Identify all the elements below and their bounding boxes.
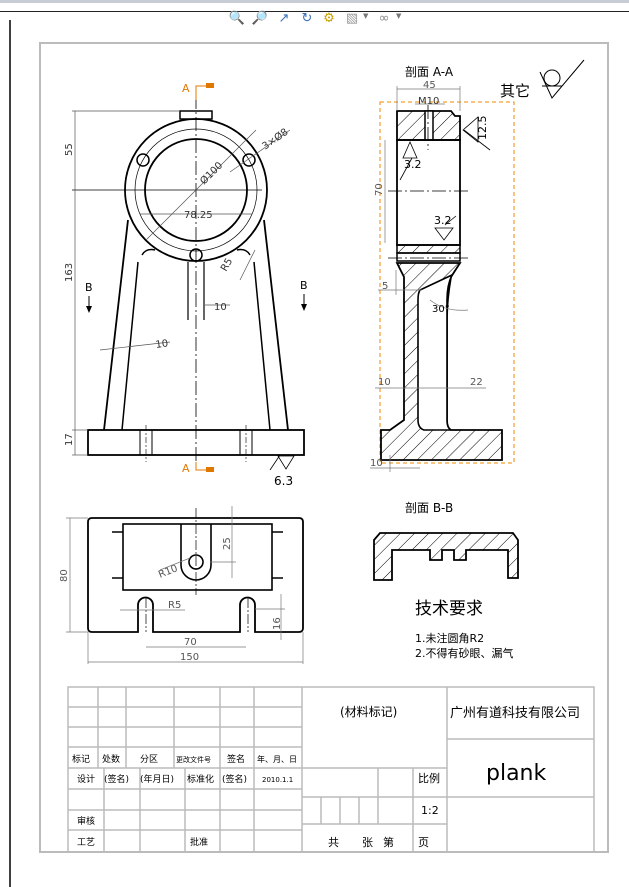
dim-r10: R10 [157,563,179,581]
section-b-right-label: B [300,279,308,292]
tb-process: 工艺 [77,837,95,848]
section-aa-view [370,59,585,472]
dim-angle: 30° [432,304,450,315]
dim-45: 45 [423,80,436,91]
rotate-icon[interactable]: ↻ [301,11,313,26]
dim-r: R5 [219,256,235,273]
other-roughness-label: 其它 [500,82,530,100]
tb-label: (签名) [104,773,129,785]
dim-70: 70 [374,183,385,196]
bottom-view-dimensions: 80 25 R10 R5 16 70 150 [59,537,283,663]
section-aa-title: 剖面 A-A [405,65,454,79]
tb-label: 设计 [77,773,95,785]
title-block-text: 标记 处数 分区 更改文件号 签名 年、月、日 设计 (签名) (年月日) 标准… [72,705,580,849]
dim-22: 22 [470,377,483,388]
chevron-down-icon[interactable]: ▼ [363,12,369,20]
tb-label: 分区 [140,754,158,765]
roughness-125: 12.5 [476,116,489,141]
requirements-title: 技术要求 [415,599,483,619]
roughness-63: 6.3 [274,474,293,488]
title-block [67,686,595,853]
tb-sheet: 共 [328,836,339,849]
tb-part-name: plank [486,761,547,786]
zoom-area-icon[interactable]: 🔎 [251,11,269,26]
dim-10b: 10 [155,338,169,351]
section-aa-dimensions: 剖面 A-A 45 M10 70 12.5 3.2 3.2 5 30° 10 2… [370,65,530,469]
tb-company: 广州有道科技有限公司 [450,706,580,721]
dim-r5: R5 [168,600,181,611]
dim-10: 10 [378,377,391,388]
technical-requirements: 技术要求 1.未注圆角R2 2.不得有砂眼、漏气 [415,599,514,660]
drawing-frame [39,42,609,853]
tb-label: 年、月、日 [257,754,297,764]
tb-label: 处数 [102,753,120,765]
section-b-left-label: B [85,281,93,294]
requirement-item: 2.不得有砂眼、漏气 [415,646,514,660]
section-marker-a: A A [182,82,214,475]
glasses-icon[interactable]: ∞ [378,11,390,26]
section-a-bottom-label: A [182,462,190,475]
tb-label: (签名) [222,773,247,785]
dim-m10: M10 [418,96,439,107]
bottom-view [66,506,304,664]
dim-diameter: Ø100 [198,160,226,188]
toolbar-rule [0,11,629,12]
tb-label: 更改文件号 [176,755,211,764]
tb-date: 2010.1.1 [262,776,293,784]
dim-holes: 3×Ø8 [260,126,291,152]
dim-80: 80 [59,569,70,582]
tb-sheet: 第 [383,835,394,849]
dim-17: 17 [64,433,75,446]
front-view [72,95,305,471]
toolbar-band [0,0,629,3]
tb-scale-value: 1:2 [421,804,439,817]
zoom-in-icon[interactable]: 🔍 [228,11,246,26]
view-toolbar: 🔍 🔎 ↗ ↻ ⚙ ▧ ▼ ∞ ▼ [0,0,629,30]
chevron-down-icon[interactable]: ▼ [396,12,402,20]
view-cube-icon[interactable]: ▧ [345,11,359,26]
dim-5: 5 [382,281,388,292]
dim-16: 16 [272,617,283,630]
section-bb-view: 剖面 B-B [373,501,519,581]
dim-10a: 10 [214,302,227,313]
pan-icon[interactable]: ↗ [278,11,290,26]
section-bb-title: 剖面 B-B [405,501,453,515]
dim-55: 55 [64,143,75,156]
tb-sheet: 页 [418,836,429,849]
dim-25: 25 [222,537,233,550]
dim-163: 163 [64,263,75,282]
dim-70: 70 [184,637,197,648]
tb-label: 标准化 [187,773,214,785]
dim-78: 78.25 [184,210,213,221]
tb-label: (年月日) [140,773,174,785]
tb-label: 标记 [72,753,90,765]
dim-10b: 10 [370,458,383,469]
roughness-32a: 3.2 [404,158,422,171]
tb-label: 签名 [227,753,245,765]
tb-sheet: 张 [362,836,373,849]
tb-review: 审核 [77,815,95,827]
section-marker-b: B B [85,279,308,313]
render-icon[interactable]: ⚙ [323,11,335,26]
dim-150: 150 [180,652,199,663]
requirement-item: 1.未注圆角R2 [415,631,484,645]
section-a-top-label: A [182,82,190,95]
roughness-32b: 3.2 [434,214,452,227]
tb-approve: 批准 [190,836,208,848]
tb-material: (材料标记) [340,705,397,719]
tb-scale-label: 比例 [418,771,440,785]
